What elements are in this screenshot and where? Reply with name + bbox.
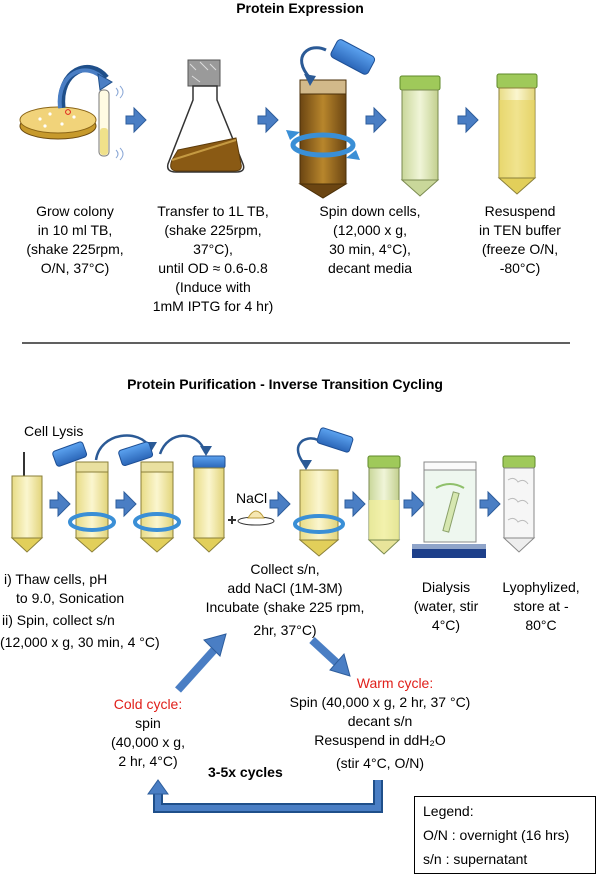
petri-dish-icon [19, 106, 97, 140]
flask-icon [166, 59, 245, 173]
step-transfer-tb: Transfer to 1L TB,(shake 225rpm, 37°C),u… [152, 203, 274, 314]
dialysis-beaker-icon [412, 461, 486, 558]
step-arrow-3 [365, 106, 387, 134]
centrifuge-tube-brown-icon [286, 39, 376, 199]
nacl-dish-icon [228, 510, 275, 526]
cell-lysis-label: Cell Lysis [24, 423, 84, 439]
lysis-tube-icon [10, 452, 44, 553]
lysis-steps: i) Thaw cells, pH to 9.0, Sonication ii)… [0, 571, 160, 650]
cycle-return-arrow [147, 779, 383, 813]
legend-item: O/N : overnight (16 hrs) [423, 827, 570, 843]
collect-to-warm-arrow [309, 637, 351, 677]
cold-to-collect-arrow [175, 633, 227, 693]
legend-box: Legend: O/N : overnight (16 hrs) s/n : s… [414, 796, 596, 874]
step-arrow-2 [257, 106, 279, 134]
cycles-label: 3-5x cycles [208, 764, 283, 780]
cold-cycle-text: Cold cycle: spin (40,000 x g, 2 hr, 4°C) [111, 696, 185, 769]
dialysis-caption: Dialysis(water, stir 4°C) [413, 579, 479, 633]
spin-tube-1-icon [52, 441, 116, 553]
centrifuge-tube-green-icon [399, 75, 441, 197]
lyophilized-tube-icon [502, 455, 536, 553]
step-arrow-1 [125, 106, 147, 134]
step-arrow-4 [457, 106, 479, 134]
lyophilized-caption: Lyophylized,store at - 80°C [502, 579, 580, 633]
test-tube-icon [98, 85, 124, 161]
nacl-label: NaCl [236, 490, 268, 506]
incubate-spin-tube-icon [293, 427, 354, 557]
centrifuge-tube-yellow-icon [496, 73, 538, 195]
step-spin-down: Spin down cells,(12,000 x g, 30 min, 4°C… [319, 203, 421, 276]
expression-title: Protein Expression [236, 0, 364, 16]
legend-title: Legend: [423, 803, 474, 819]
collect-steps: Collect s/n,add NaCl (1M-3M) Incubate (s… [205, 561, 365, 638]
supernatant-tube-icon [192, 455, 226, 553]
spin-tube-2-icon [118, 441, 181, 553]
resuspended-tube-icon [367, 455, 401, 555]
legend-item: s/n : supernatant [423, 851, 528, 867]
purification-title: Protein Purification - Inverse Transitio… [127, 376, 443, 392]
warm-cycle-text: Warm cycle: Spin (40,000 x g, 2 hr, 37 °… [289, 675, 471, 771]
